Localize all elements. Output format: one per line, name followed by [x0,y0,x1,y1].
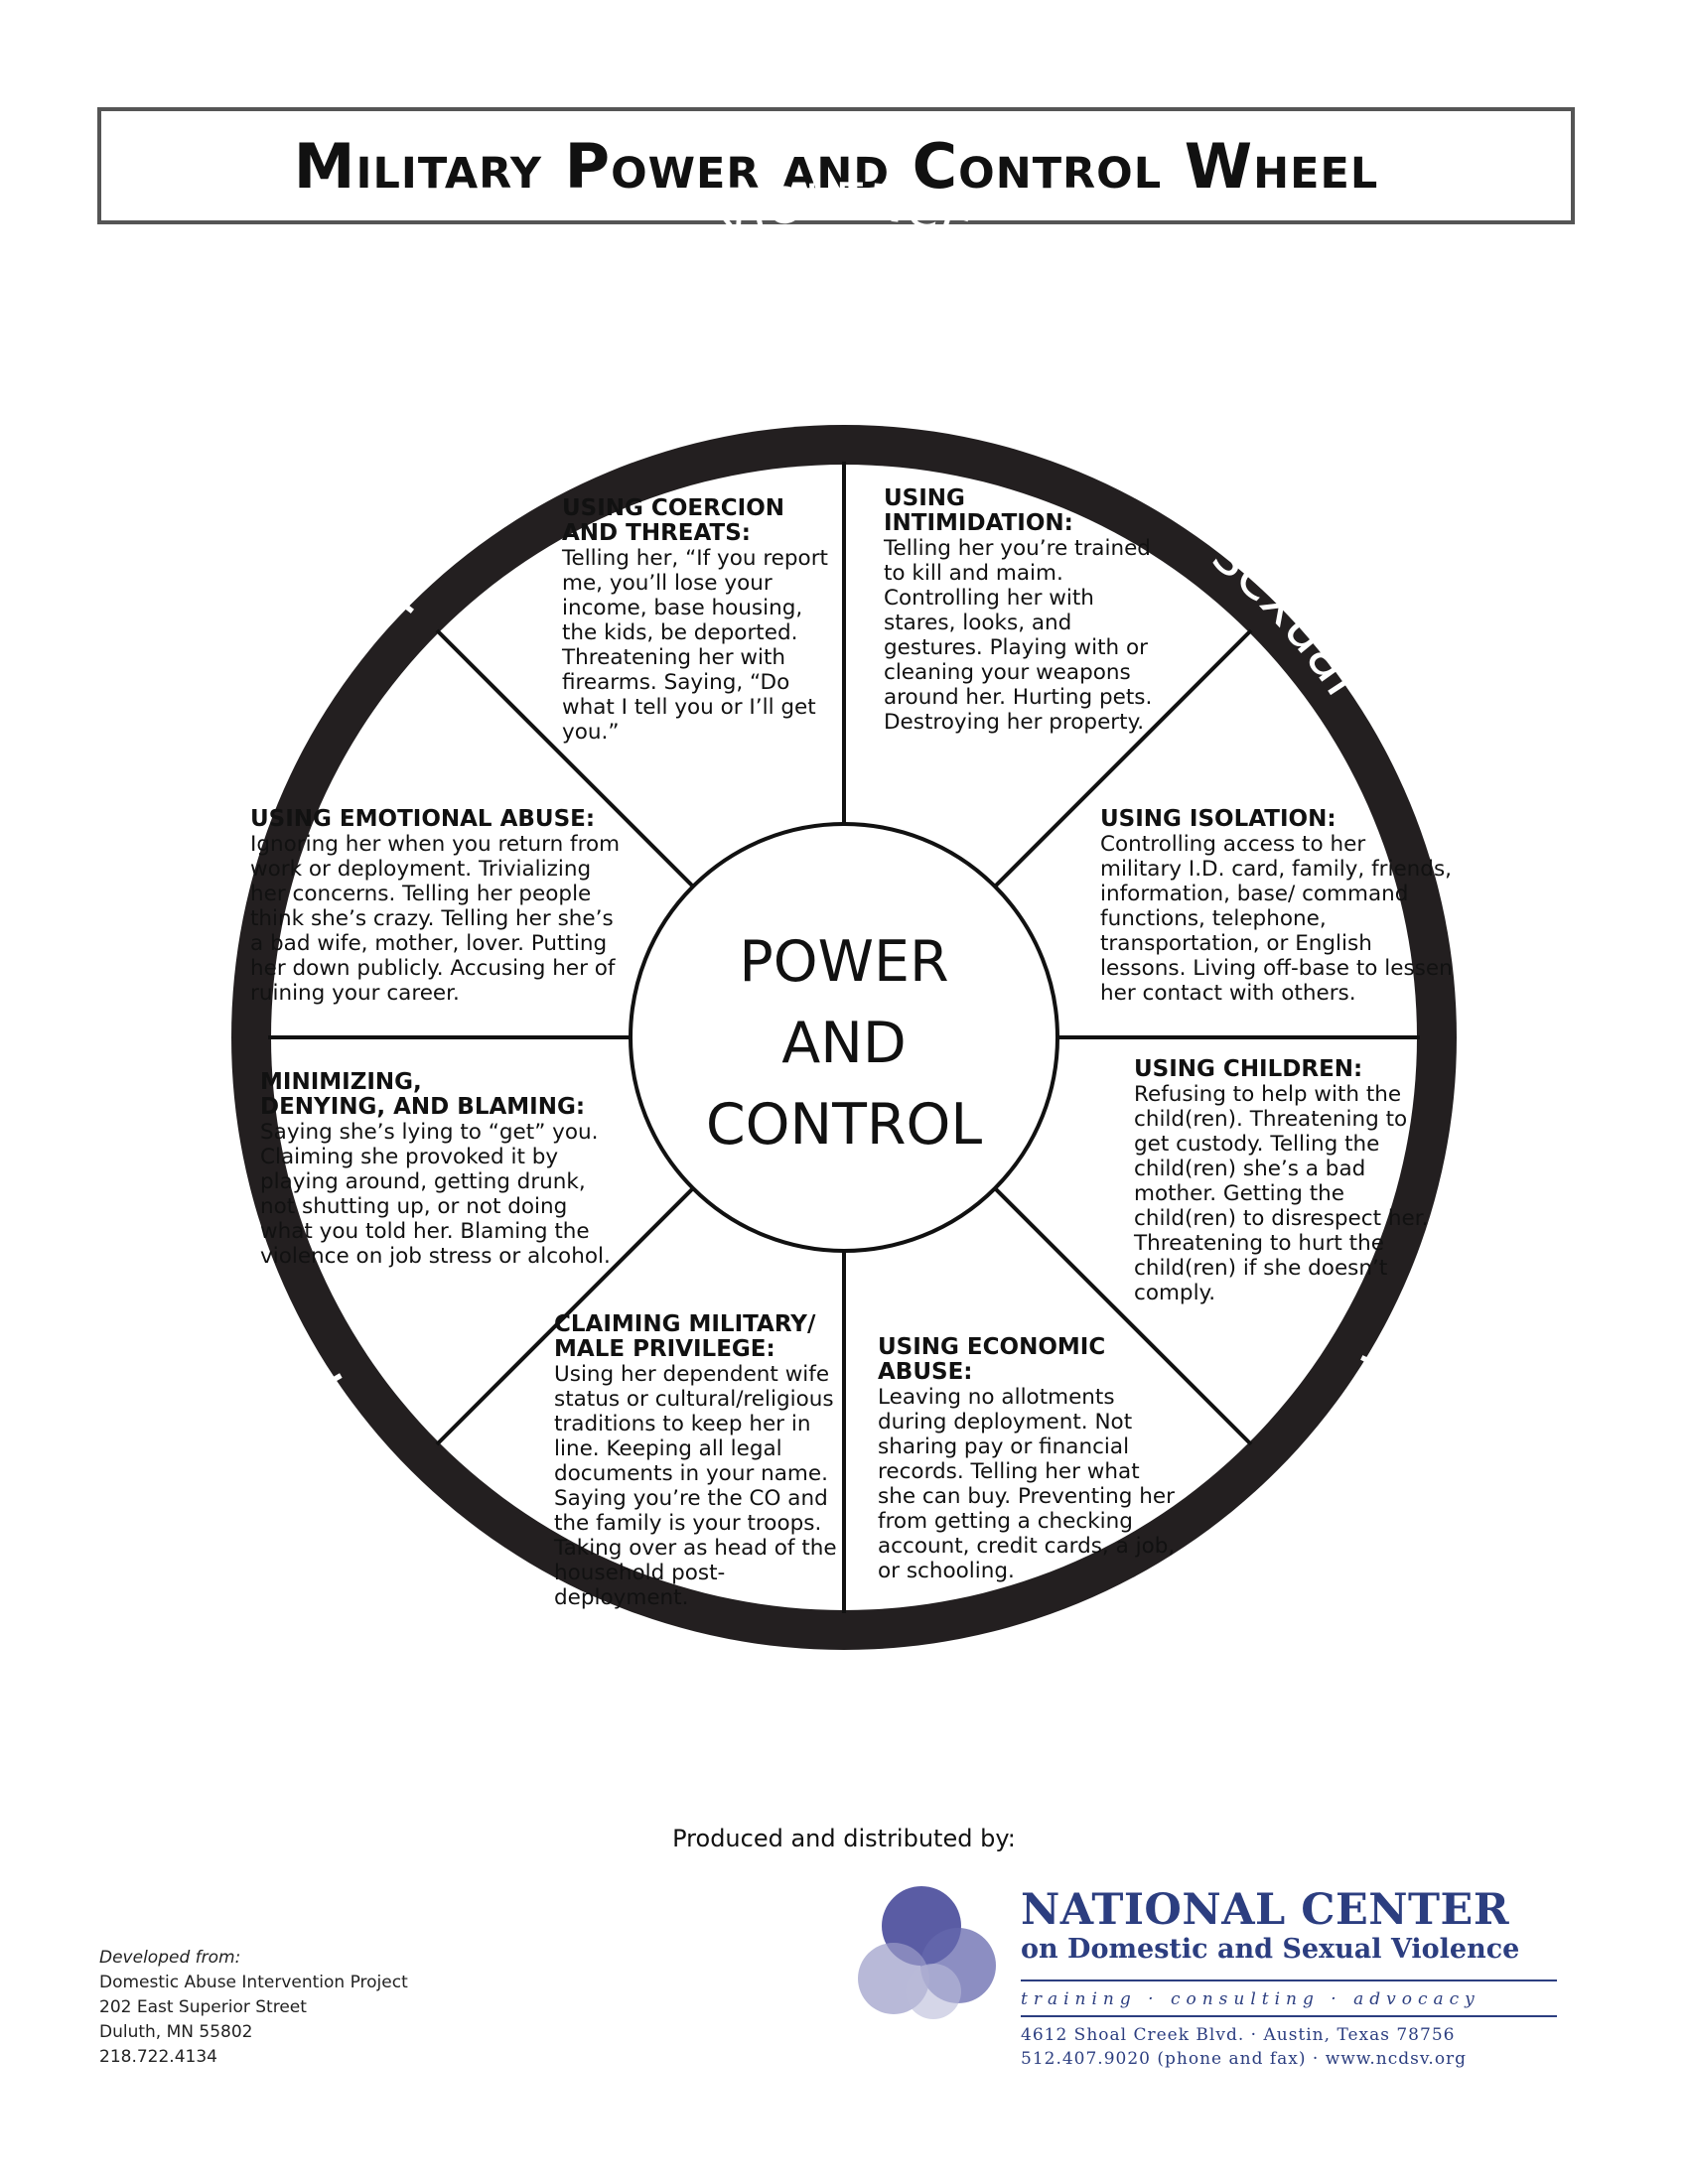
ring-label-violence-top: VIOLENCE [708,173,980,251]
segment-title: CLAIMING MILITARY/ MALE PRIVILEGE: [554,1311,816,1362]
segment-title: USING CHILDREN: [1134,1056,1363,1082]
org-block: NATIONAL CENTER on Domestic and Sexual V… [1021,1886,1557,2071]
segment-intimidation: USING INTIMIDATION: Telling her you’re t… [884,485,1172,736]
spoke-upper-left [435,628,734,927]
segment-body: Leaving no allotments during deployment.… [878,1385,1176,1583]
dev-org-name: Domestic Abuse Intervention Project [99,1973,408,1992]
center-line-power: POWER [739,929,948,995]
segment-title: USING ISOLATION: [1100,806,1336,832]
center-line-control: CONTROL [706,1092,983,1158]
ncdsv-logo [858,1886,996,2019]
wheel-diagram: POWER AND CONTROL VIOLENCE physical sexu… [231,173,1457,1768]
segment-economic: USING ECONOMIC ABUSE: Leaving no allotme… [878,1334,1176,1584]
dev-city: Duluth, MN 55802 [99,2022,253,2042]
spoke-lower-right [954,1148,1253,1446]
org-contact: 512.407.9020 (phone and fax) · www.ncdsv… [1021,2049,1468,2069]
segment-title: USING INTIMIDATION: [884,485,1073,536]
segment-privilege: CLAIMING MILITARY/ MALE PRIVILEGE: Using… [554,1311,842,1611]
ring-label-violence-bottom: VIOLENCE [718,1698,970,1768]
spoke-lower-left [435,1148,734,1446]
segment-title: USING ECONOMIC ABUSE: [878,1334,1106,1385]
center-circle [629,822,1059,1253]
org-divider [1021,1979,1557,1981]
segment-isolation: USING ISOLATION: Controlling access to h… [1100,806,1453,1007]
segment-emotional-abuse: USING EMOTIONAL ABUSE: Ignoring her when… [250,806,626,1007]
segment-title: USING COERCION AND THREATS: [562,495,785,546]
segment-body: Telling her you’re trained to kill and m… [884,536,1153,735]
segment-title: MINIMIZING, DENYING, AND BLAMING: [260,1069,586,1120]
segment-body: Ignoring her when you return from work o… [250,832,621,1006]
developed-from-label: Developed from: [99,1948,241,1968]
org-tagline: training · consulting · advocacy [1021,1989,1480,2009]
segment-body: Telling her, “If you report me, you’ll l… [562,546,828,745]
segment-title: USING EMOTIONAL ABUSE: [250,806,596,832]
page-title: Military Power and Control Wheel [293,129,1379,203]
org-divider-2 [1021,2015,1557,2017]
segment-body: Using her dependent wife status or cultu… [554,1362,837,1610]
segment-body: Saying she’s lying to “get” you. Claimin… [260,1120,611,1269]
org-address: 4612 Shoal Creek Blvd. · Austin, Texas 7… [1021,2025,1456,2045]
dev-phone: 218.722.4134 [99,2047,217,2067]
logo-circle-bottom [906,1964,961,2019]
spoke-upper-right [954,628,1253,927]
segment-children: USING CHILDREN: Refusing to help with th… [1134,1056,1437,1306]
segment-body: Refusing to help with the child(ren). Th… [1134,1082,1429,1305]
developed-from-block: Developed from: Domestic Abuse Intervent… [99,1946,408,2070]
org-name: NATIONAL CENTER [1021,1885,1510,1935]
segment-minimizing: MINIMIZING, DENYING, AND BLAMING: Saying… [260,1069,618,1270]
segment-coercion: USING COERCION AND THREATS: Telling her,… [562,495,830,746]
segment-body: Controlling access to her military I.D. … [1100,832,1453,1006]
produced-by-label: Produced and distributed by: [672,1825,1016,1852]
dev-street: 202 East Superior Street [99,1997,307,2017]
wheel-spokes [268,462,1420,1613]
center-line-and: AND [781,1011,907,1076]
title-box: Military Power and Control Wheel [97,107,1575,224]
org-subtitle: on Domestic and Sexual Violence [1021,1934,1520,1965]
